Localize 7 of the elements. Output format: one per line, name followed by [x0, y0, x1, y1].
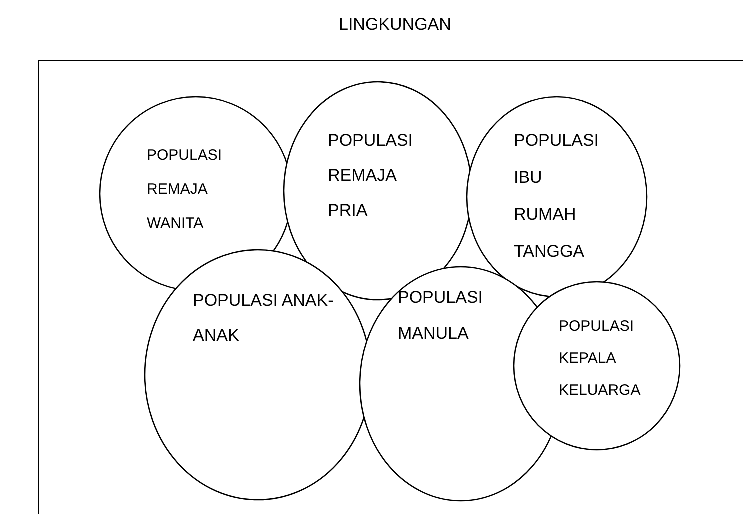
population-label: POPULASI REMAJA PRIA — [328, 130, 414, 222]
population-label: POPULASI ANAK-ANAK — [193, 290, 335, 347]
population-label: POPULASI KEPALA KELUARGA — [559, 317, 641, 401]
population-label: POPULASI REMAJA WANITA — [147, 146, 222, 234]
population-label: POPULASI MANULA — [398, 287, 484, 345]
frame-title: LINGKUNGAN — [339, 15, 452, 35]
population-label: POPULASI IBU RUMAH TANGGA — [514, 130, 600, 263]
